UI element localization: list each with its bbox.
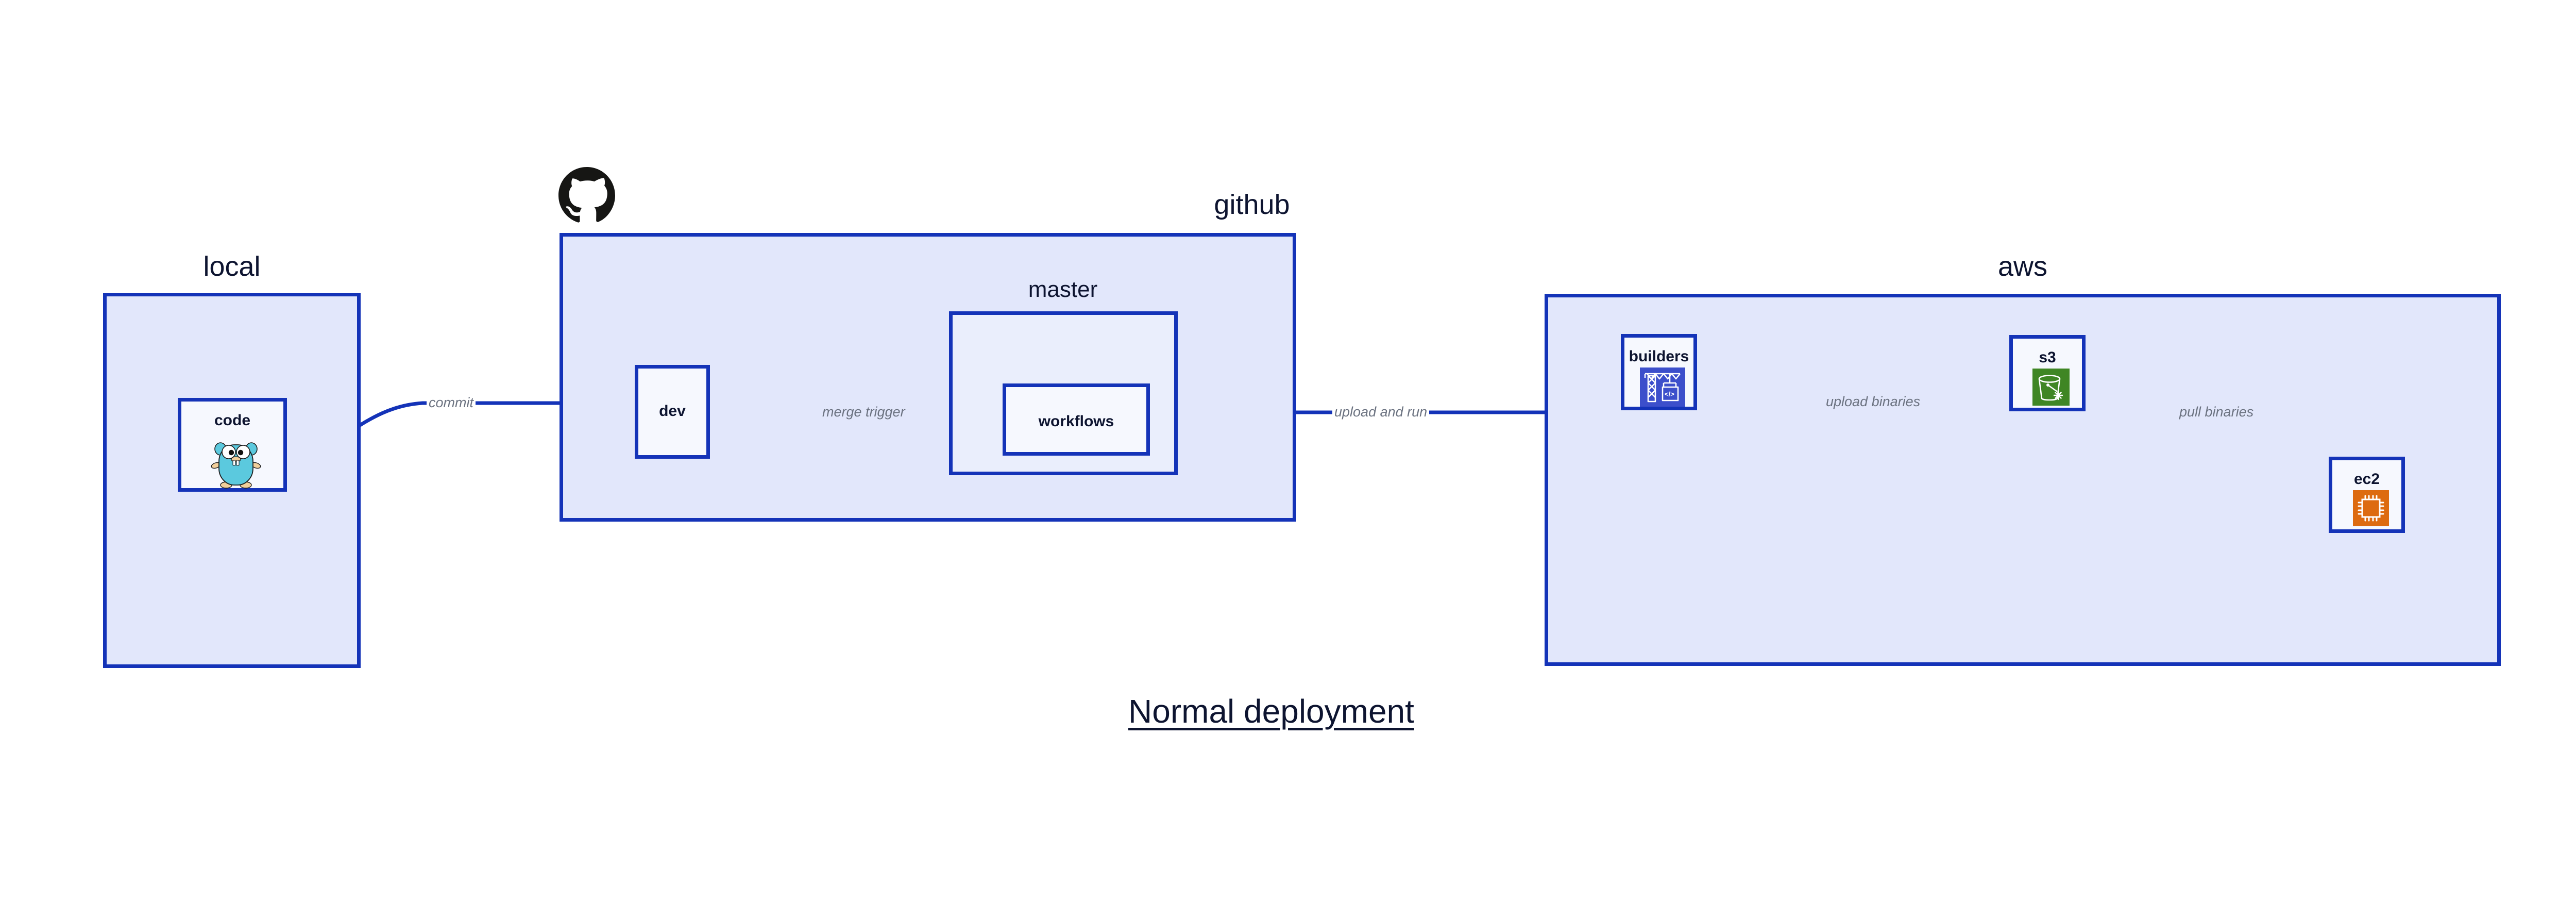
node-label-code: code — [214, 412, 251, 429]
node-box-ec2[interactable]: ec2 — [2329, 457, 2405, 533]
edge-label-merge-trigger: merge trigger — [820, 405, 907, 419]
subgroup-label-master: master — [1028, 277, 1098, 302]
edge-label-upload-binaries: upload binaries — [1824, 395, 1923, 409]
github-octocat-icon — [555, 164, 618, 227]
node-label-s3: s3 — [2039, 349, 2056, 366]
edge-label-upload-and-run: upload and run — [1332, 405, 1430, 419]
group-label-github: github — [1214, 189, 1290, 220]
node-box-s3[interactable]: s3 — [2009, 335, 2086, 411]
node-box-code[interactable]: code — [178, 398, 287, 492]
edge-label-commit: commit — [427, 396, 476, 410]
node-label-builders: builders — [1629, 348, 1689, 365]
group-label-aws: aws — [1997, 251, 2048, 282]
svg-text:</>: </> — [1665, 390, 1674, 398]
edge-label-pull-binaries: pull binaries — [2177, 405, 2256, 419]
group-label-local: local — [203, 251, 261, 282]
diagram-title: Normal deployment — [1128, 693, 1414, 730]
node-label-workflows: workflows — [1038, 413, 1114, 430]
go-gopher-icon — [210, 436, 262, 489]
node-label-ec2: ec2 — [2353, 471, 2380, 488]
cpu-chip-icon — [2353, 490, 2389, 526]
node-box-workflows[interactable]: workflows — [1003, 383, 1150, 456]
node-box-dev[interactable]: dev — [635, 365, 710, 459]
node-label-dev: dev — [659, 403, 686, 420]
node-box-builders-visible[interactable]: builders < — [1621, 334, 1697, 410]
crane-code-icon: </> — [1640, 368, 1685, 407]
bucket-snowflake-icon — [2032, 369, 2070, 406]
